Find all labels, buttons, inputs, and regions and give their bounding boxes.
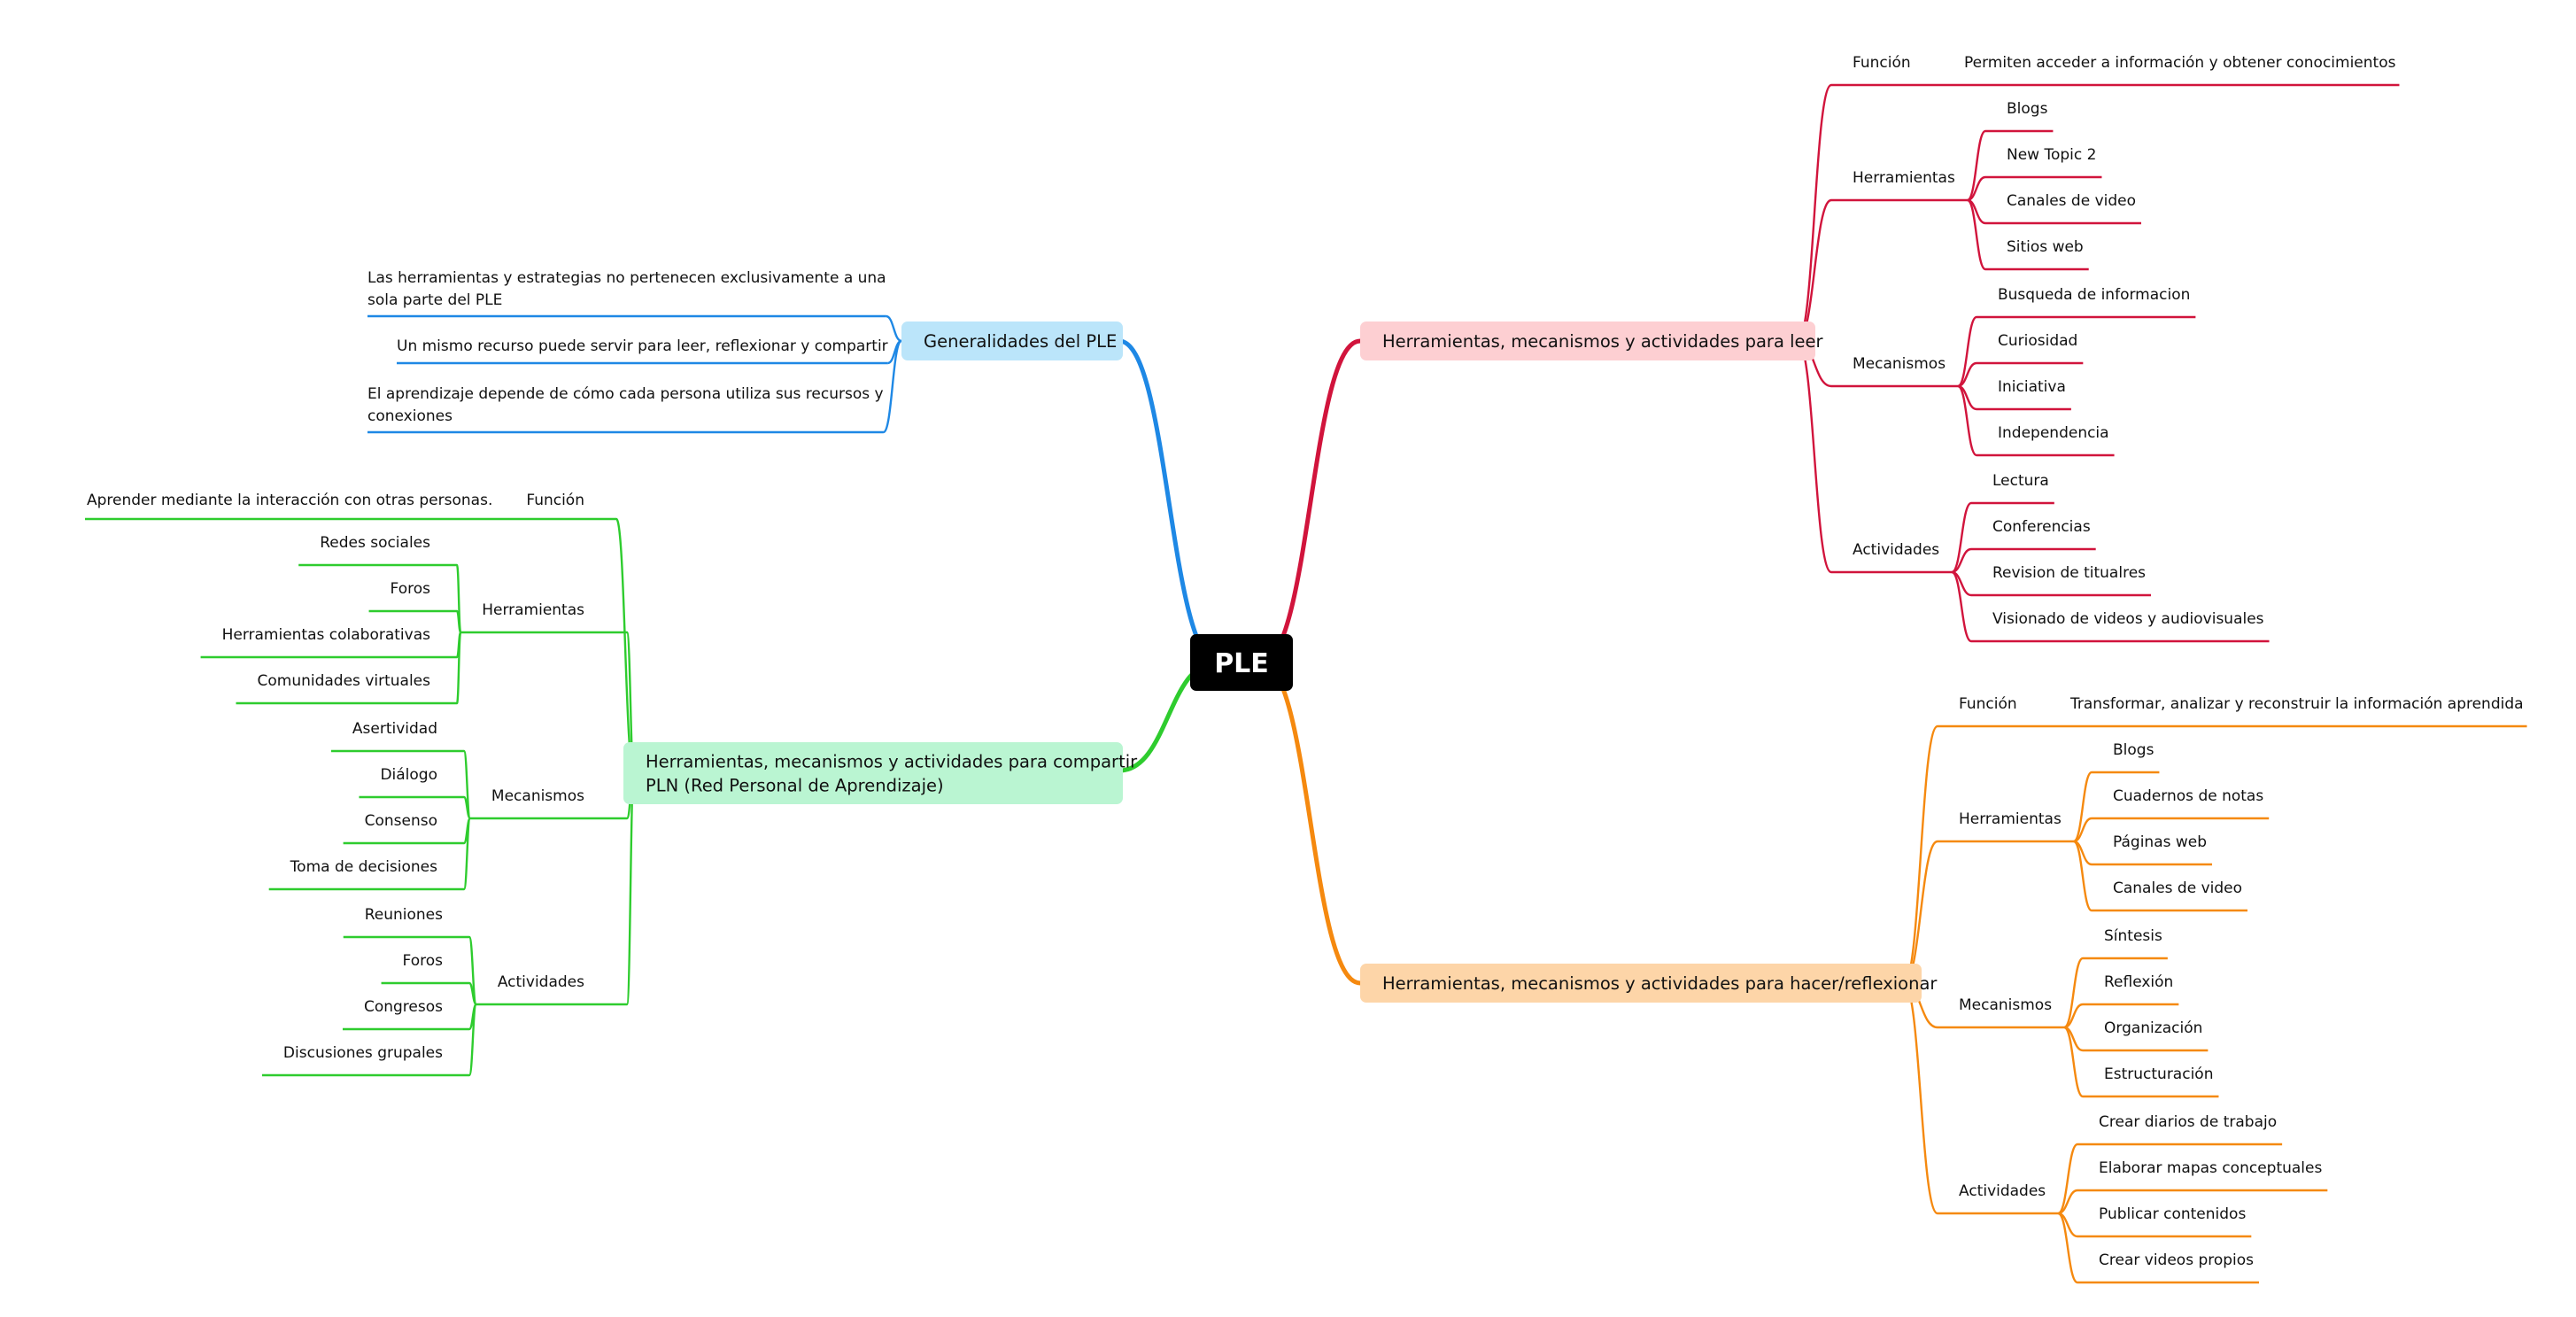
connector [1796, 83, 1833, 343]
connector [2072, 840, 2093, 912]
leer-item-lectura[interactable]: Lectura [1992, 472, 2049, 490]
hacer-item-canales-de-video[interactable]: Canales de video [2113, 879, 2242, 897]
leer-group-herramientas[interactable]: Herramientas [1853, 169, 1955, 187]
connector-generalidades-note [886, 314, 902, 343]
compartir-group-actividades[interactable]: Actividades [498, 973, 584, 991]
root-node[interactable] [1190, 634, 1293, 691]
hacer-item-reflexion[interactable]: Reflexión [2104, 973, 2173, 991]
hacer-group-herramientas[interactable]: Herramientas [1959, 810, 2062, 828]
leer-item-revision-de-titualres[interactable]: Revision de titualres [1992, 564, 2146, 582]
connector [468, 1003, 478, 1077]
compartir-item-toma-de-decisiones[interactable]: Toma de decisiones [290, 858, 437, 876]
connector [1951, 501, 1972, 574]
connector [462, 817, 472, 891]
hacer-funcion-value[interactable]: Transformar, analizar y reconstruir la i… [2069, 695, 2524, 713]
leer-item-visionado-de-videos-y-audiovisuales[interactable]: Visionado de videos y audiovisuales [1992, 610, 2264, 628]
main-topic-hacer-label[interactable]: Herramientas, mecanismos y actividades p… [1382, 973, 1938, 994]
hacer-item-estructuracion[interactable]: Estructuración [2104, 1065, 2213, 1083]
main-topic-leer[interactable] [1360, 322, 1815, 360]
leer-group-actividades[interactable]: Actividades [1853, 541, 1939, 559]
connector [1902, 724, 1939, 985]
hacer-item-organizacion[interactable]: Organización [2104, 1019, 2202, 1037]
generalidades-note-1[interactable]: Las herramientas y estrategias no perten… [367, 269, 886, 287]
connector-generalidades-note [882, 339, 903, 434]
leer-item-conferencias[interactable]: Conferencias [1992, 518, 2091, 536]
connector [1902, 981, 1939, 1215]
leer-item-sitios-web[interactable]: Sitios web [2007, 238, 2084, 256]
leer-item-curiosidad[interactable]: Curiosidad [1998, 332, 2077, 350]
compartir-group-mecanismos[interactable]: Mecanismos [491, 787, 584, 805]
compartir-item-discusiones-grupales[interactable]: Discusiones grupales [283, 1044, 443, 1062]
generalidades-note-2[interactable]: Un mismo recurso puede servir para leer,… [397, 337, 888, 355]
connector-leer [1260, 338, 1361, 665]
compartir-funcion-value[interactable]: Aprender mediante la interacción con otr… [87, 492, 492, 509]
connector-hacer [1260, 660, 1361, 986]
connector [1966, 198, 1987, 271]
compartir-group-funcion[interactable]: Función [526, 492, 584, 509]
hacer-item-elaborar-mapas-conceptuales[interactable]: Elaborar mapas conceptuales [2099, 1159, 2322, 1177]
node-layer: PLE Generalidades del PLE Las herramientas… [87, 54, 2524, 1269]
leer-item-independencia[interactable]: Independencia [1998, 424, 2109, 442]
compartir-item-redes-sociales[interactable]: Redes sociales [320, 534, 430, 552]
main-topic-compartir-label[interactable]: PLN (Red Personal de Aprendizaje) [646, 776, 944, 796]
leer-item-busqueda-de-informacion[interactable]: Busqueda de informacion [1998, 286, 2190, 304]
connector-generalidades [1118, 338, 1219, 665]
leer-group-funcion[interactable]: Función [1853, 54, 1911, 72]
compartir-item-asertividad[interactable]: Asertividad [352, 720, 437, 738]
generalidades-note-3[interactable]: El aprendizaje depende de cómo cada pers… [367, 385, 884, 403]
connector [1951, 570, 1972, 643]
hacer-item-crear-videos-propios[interactable]: Crear videos propios [2099, 1251, 2254, 1269]
hacer-item-cuadernos-de-notas[interactable]: Cuadernos de notas [2113, 787, 2263, 805]
compartir-item-herramientas-colaborativas[interactable]: Herramientas colaborativas [222, 626, 431, 644]
leer-item-blogs[interactable]: Blogs [2007, 100, 2048, 118]
connector [2062, 1026, 2085, 1098]
compartir-item-comunidades-virtuales[interactable]: Comunidades virtuales [258, 672, 431, 690]
hacer-item-sintesis[interactable]: Síntesis [2104, 927, 2162, 945]
compartir-group-herramientas[interactable]: Herramientas [482, 601, 584, 619]
connector [1956, 384, 1978, 457]
compartir-item-dialogo[interactable]: Diálogo [380, 766, 437, 784]
connector [455, 631, 462, 705]
connector-layer [85, 83, 2527, 1284]
compartir-item-foros[interactable]: Foros [391, 580, 431, 598]
connector [2057, 1212, 2078, 1284]
compartir-item-consenso[interactable]: Consenso [365, 812, 437, 830]
main-topic-compartir-label[interactable]: Herramientas, mecanismos y actividades p… [646, 752, 1138, 772]
generalidades-note-1[interactable]: sola parte del PLE [367, 291, 502, 309]
leer-item-iniciativa[interactable]: Iniciativa [1998, 378, 2066, 396]
hacer-group-actividades[interactable]: Actividades [1959, 1182, 2046, 1200]
hacer-item-blogs[interactable]: Blogs [2113, 741, 2154, 759]
hacer-item-paginas-web[interactable]: Páginas web [2113, 833, 2207, 851]
main-topic-generalidades[interactable] [901, 322, 1123, 360]
compartir-item-foros[interactable]: Foros [403, 952, 444, 970]
leer-funcion-value[interactable]: Permiten acceder a información y obtener… [1964, 54, 2396, 72]
leer-item-new-topic-2[interactable]: New Topic 2 [2007, 146, 2096, 164]
connector [1956, 315, 1978, 388]
root-node-label[interactable]: PLE [1214, 648, 1269, 679]
compartir-item-reuniones[interactable]: Reuniones [365, 906, 443, 924]
connector [2062, 957, 2085, 1029]
main-topic-leer-label[interactable]: Herramientas, mecanismos y actividades p… [1382, 331, 1823, 352]
main-topic-hacer[interactable] [1360, 964, 1922, 1003]
generalidades-note-3[interactable]: conexiones [367, 407, 453, 425]
main-topic-compartir[interactable] [623, 742, 1123, 804]
main-topic-generalidades-label[interactable]: Generalidades del PLE [924, 331, 1117, 352]
connector [1796, 339, 1833, 574]
compartir-item-congresos[interactable]: Congresos [364, 998, 443, 1016]
leer-item-canales-de-video[interactable]: Canales de video [2007, 192, 2136, 210]
hacer-group-mecanismos[interactable]: Mecanismos [1959, 996, 2052, 1014]
hacer-item-publicar-contenidos[interactable]: Publicar contenidos [2099, 1205, 2246, 1223]
leer-group-mecanismos[interactable]: Mecanismos [1853, 355, 1946, 373]
connector [2057, 1143, 2078, 1215]
hacer-group-funcion[interactable]: Función [1959, 695, 2017, 713]
hacer-item-crear-diarios-de-trabajo[interactable]: Crear diarios de trabajo [2099, 1113, 2277, 1131]
